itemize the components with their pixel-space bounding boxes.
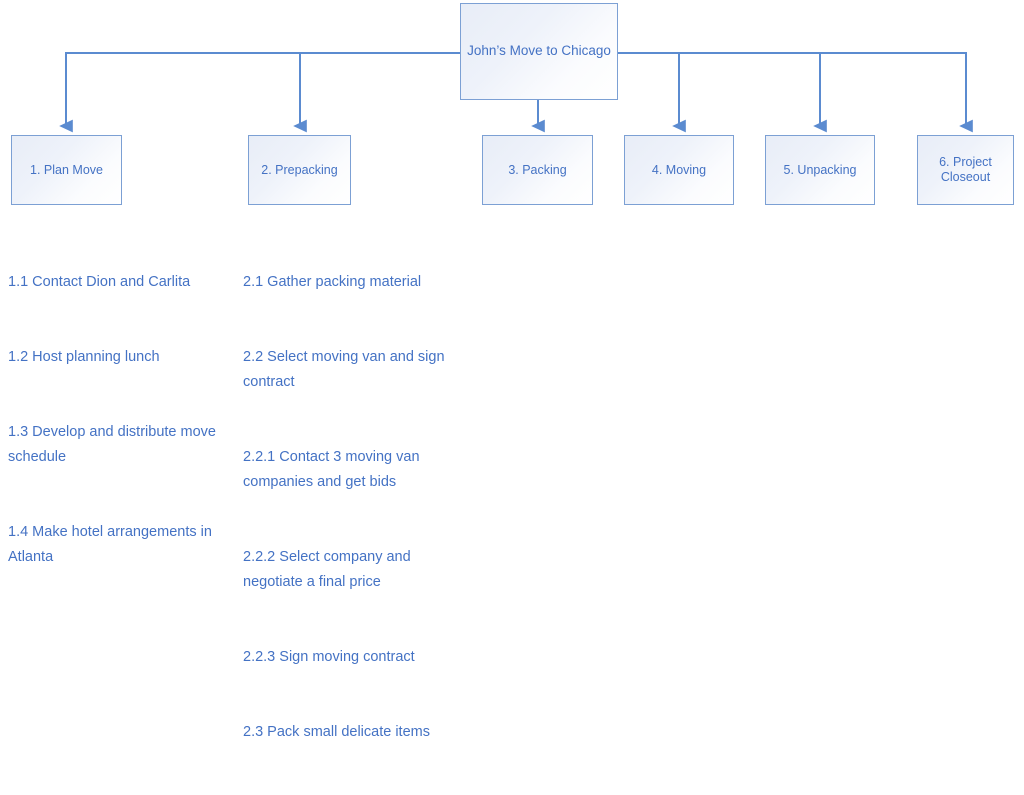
wbs-node-label: 2. Prepacking [261, 162, 338, 177]
wbs-node-prepacking[interactable]: 2. Prepacking [248, 135, 351, 205]
wbs-subitem: 2.2.3 Sign moving contract [243, 649, 415, 665]
wbs-subitem: 1.1 Contact Dion and Carlita [8, 274, 191, 290]
wbs-diagram: John’s Move to Chicago 1. Plan Move 2. P… [8, 3, 1014, 740]
wbs-node-project-closeout[interactable]: 6. Project Closeout [917, 135, 1014, 205]
wbs-sublist-prepacking: 2.1 Gather packing material 2.2 Select m… [243, 220, 461, 795]
wbs-node-unpacking[interactable]: 5. Unpacking [765, 135, 875, 205]
wbs-node-packing[interactable]: 3. Packing [482, 135, 593, 205]
wbs-subitem: 2.1 Gather packing material [243, 274, 422, 290]
wbs-node-label: 6. Project Closeout [939, 155, 992, 184]
wbs-subitem: 1.4 Make hotel arrangements in Atlanta [8, 524, 216, 565]
wbs-node-label: 3. Packing [508, 162, 567, 177]
wbs-node-plan-move[interactable]: 1. Plan Move [11, 135, 122, 205]
wbs-node-label: 5. Unpacking [783, 162, 857, 177]
wbs-subitem: 2.2.2 Select company and negotiate a fin… [243, 549, 415, 590]
wbs-sublist-plan-move: 1.1 Contact Dion and Carlita 1.2 Host pl… [8, 220, 220, 620]
wbs-subitem: 1.3 Develop and distribute move schedule [8, 424, 220, 465]
wbs-subitem: 2.2.1 Contact 3 moving van companies and… [243, 449, 424, 490]
wbs-subitem: 1.2 Host planning lunch [8, 349, 160, 365]
wbs-node-moving[interactable]: 4. Moving [624, 135, 734, 205]
wbs-node-root-label: John’s Move to Chicago [467, 43, 611, 59]
wbs-subitem: 2.3 Pack small delicate items [243, 724, 430, 740]
wbs-subitem: 2.2 Select moving van and sign contract [243, 349, 449, 390]
wbs-node-root[interactable]: John’s Move to Chicago [460, 3, 618, 100]
wbs-node-label: 1. Plan Move [30, 162, 103, 177]
wbs-node-label: 4. Moving [651, 162, 707, 177]
